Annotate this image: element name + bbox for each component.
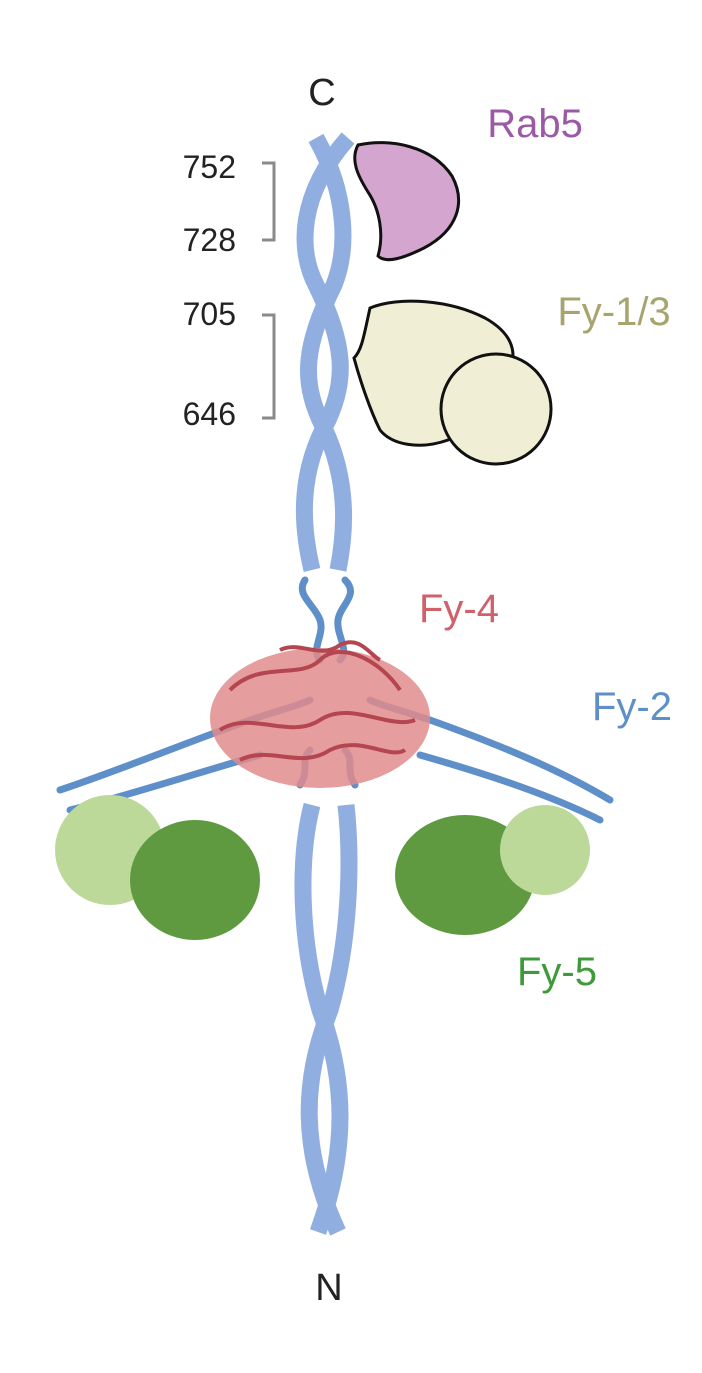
rab5-shape bbox=[353, 141, 461, 262]
fy4-label: Fy-4 bbox=[419, 587, 499, 631]
c-terminus-label: C bbox=[308, 72, 335, 114]
fy4-structure bbox=[210, 640, 430, 788]
fy5-label: Fy-5 bbox=[517, 950, 597, 994]
fy4-ribbon-2 bbox=[218, 710, 416, 732]
residue-brackets bbox=[262, 161, 276, 420]
upper-strand-b bbox=[295, 132, 355, 572]
fy13-label: Fy-1/3 bbox=[557, 290, 670, 334]
bracket-705-646 bbox=[262, 313, 276, 420]
lower-strand-b bbox=[300, 804, 358, 1236]
fy5-left-dark bbox=[130, 820, 260, 940]
lower-coiled-coil bbox=[294, 802, 358, 1236]
fy4-ribbon-4 bbox=[279, 640, 382, 662]
fy5-structure bbox=[55, 795, 590, 940]
residue-646-label: 646 bbox=[183, 396, 236, 432]
fy4-ribbons bbox=[218, 640, 416, 762]
residue-728-label: 728 bbox=[183, 222, 236, 258]
upper-coiled-coil bbox=[295, 132, 355, 572]
fy4-ribbon-1 bbox=[228, 649, 402, 692]
fy2-top-helix-right bbox=[334, 576, 354, 664]
bracket-752-728 bbox=[262, 161, 276, 242]
residue-705-label: 705 bbox=[183, 296, 236, 332]
fy5-right-light bbox=[500, 805, 590, 895]
rab5-label: Rab5 bbox=[487, 102, 583, 146]
residue-labels: 752 728 705 646 bbox=[183, 149, 236, 432]
lower-strand-a bbox=[294, 802, 349, 1235]
fy5-right-dark bbox=[395, 815, 535, 935]
residue-752-label: 752 bbox=[183, 149, 236, 185]
n-terminus-label: N bbox=[315, 1267, 342, 1309]
fy2-right-arm-2 bbox=[416, 751, 604, 824]
upper-strand-a bbox=[300, 133, 353, 572]
fy4-ribbon-3 bbox=[239, 743, 407, 762]
fy2-label: Fy-2 bbox=[592, 685, 672, 729]
fy13-small-shape bbox=[439, 352, 553, 466]
